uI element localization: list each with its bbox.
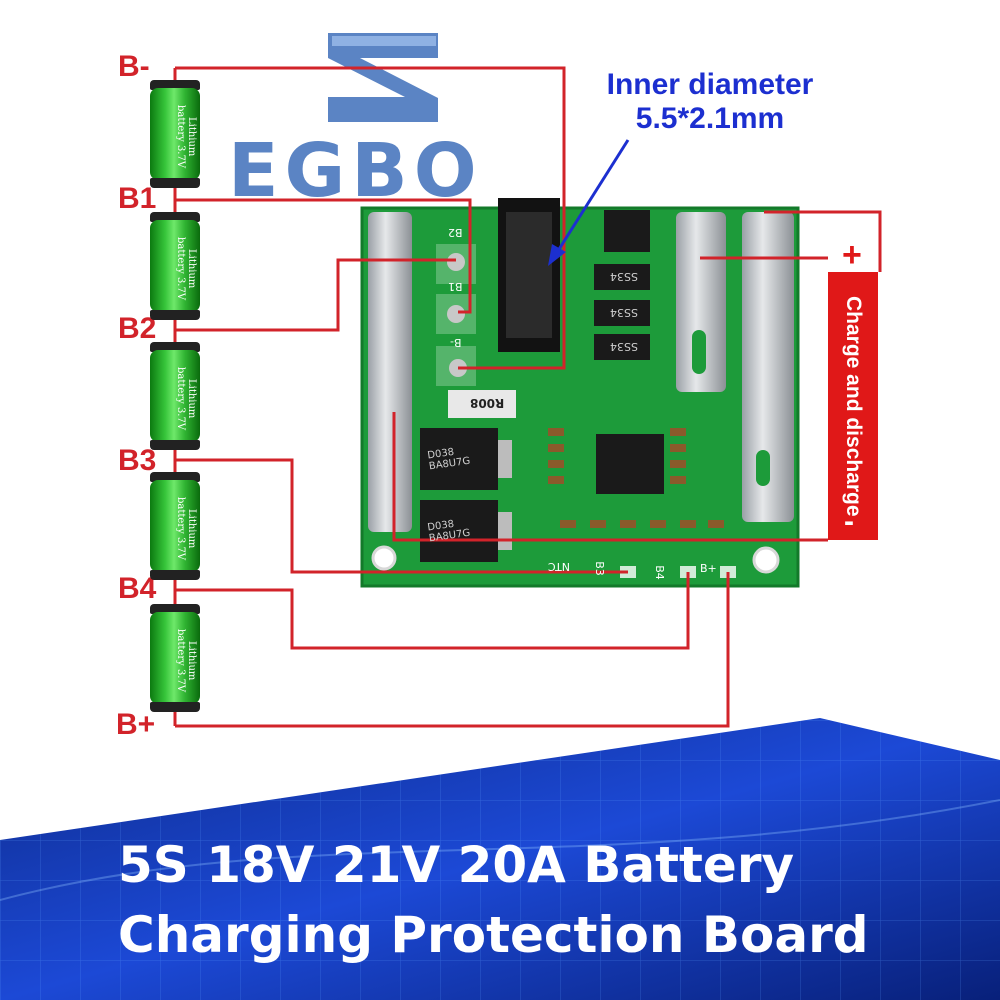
node-label-b-plus: B+: [116, 708, 156, 741]
silk-resistor: R008: [470, 396, 505, 410]
node-label-b2: B2: [118, 312, 157, 345]
charge-discharge-box: [828, 272, 878, 540]
silk-b-minus: B-: [450, 336, 462, 349]
inner-diameter-value: 5.5*2.1mm: [635, 102, 785, 135]
terminal-plus-sign: +: [842, 236, 862, 274]
silk-b4: B4: [652, 565, 666, 580]
inner-diameter-note: Inner diameter 5.5*2.1mm: [575, 68, 845, 136]
silk-diode-1: SS34: [610, 270, 638, 283]
battery-cell-3: Lithium battery 3.7V: [150, 342, 200, 450]
silk-b2: B2: [448, 226, 463, 239]
node-label-b1: B1: [118, 182, 157, 215]
silk-ntc: NTC: [548, 560, 570, 573]
inner-diameter-title: Inner diameter: [606, 68, 814, 101]
terminal-minus-sign: -: [844, 505, 854, 538]
caption-line-1: 5S 18V 21V 20A Battery: [118, 836, 795, 894]
brand-logo-text: EGBO: [228, 128, 483, 214]
charge-discharge-label: Charge and discharge: [842, 295, 865, 517]
battery-cell-2: Lithium battery 3.7V: [150, 212, 200, 320]
silk-diode-3: SS34: [610, 340, 638, 353]
node-label-b3: B3: [118, 444, 157, 477]
silk-diode-2: SS34: [610, 306, 638, 319]
battery-cell-1: Lithium battery 3.7V: [150, 80, 200, 188]
pcb-board: [360, 198, 800, 588]
background-band: [0, 718, 1000, 1000]
pointer-arrow: [548, 139, 630, 266]
caption-line-2: Charging Protection Board: [118, 906, 869, 964]
silk-b3: B3: [592, 561, 606, 576]
silk-b-plus: B+: [700, 562, 717, 575]
node-label-b-minus: B-: [118, 50, 150, 83]
battery-cell-5: Lithium battery 3.7V: [150, 604, 200, 712]
silk-b1: B1: [448, 280, 463, 293]
logo-mark: [328, 33, 438, 122]
battery-cell-4: Lithium battery 3.7V: [150, 472, 200, 580]
node-label-b4: B4: [118, 572, 157, 605]
